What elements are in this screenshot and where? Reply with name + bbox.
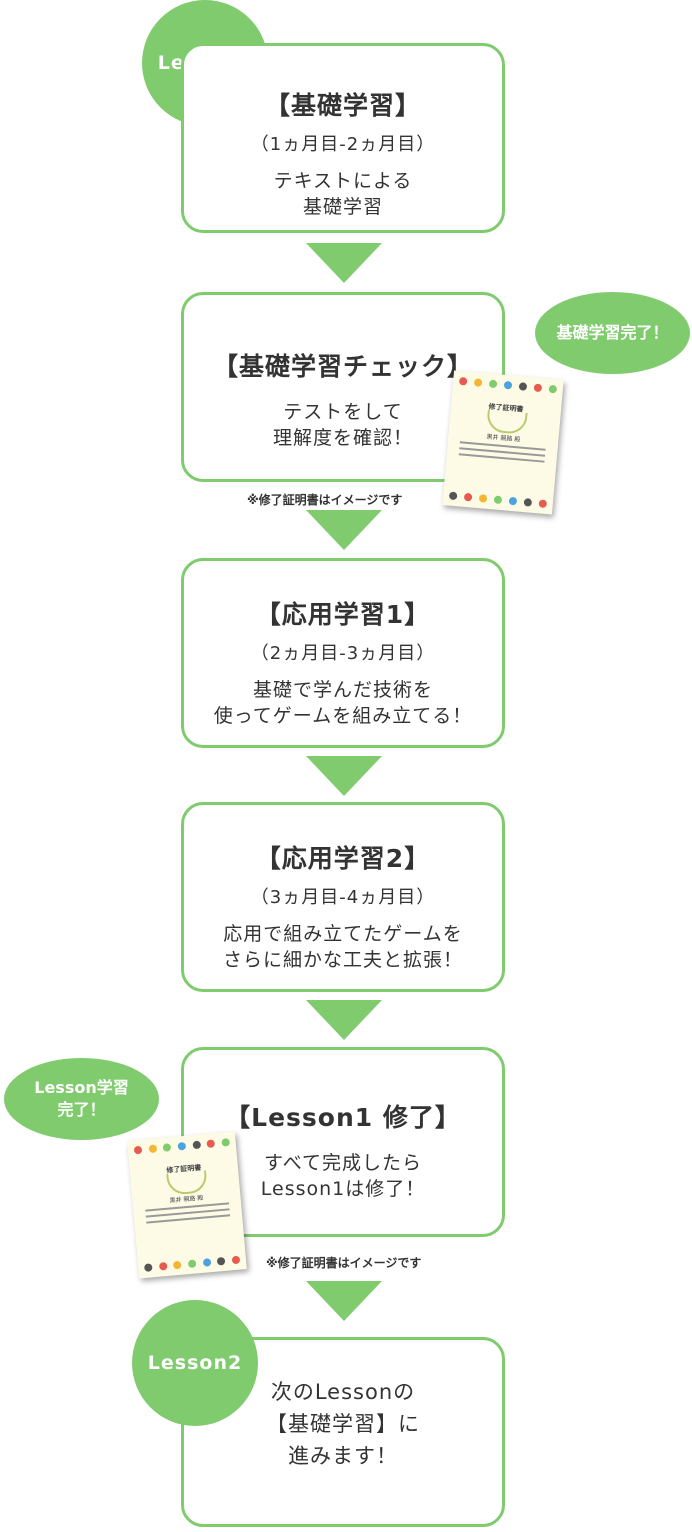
step-desc: テキストによる基礎学習: [273, 170, 413, 218]
certificate-note: ※修了証明書はイメージです: [247, 493, 403, 507]
step-period: （3ヵ月目-4ヵ月目）: [250, 887, 436, 908]
step-title: 【基礎学習チェック】: [212, 352, 473, 381]
step-basic-check: 【基礎学習チェック】 テストをして理解度を確認！: [181, 292, 505, 482]
certificate-image: 修了証明書 黒井 親路 殿: [127, 1131, 247, 1279]
step-applied-1: 【応用学習1】 （2ヵ月目-3ヵ月目） 基礎で学んだ技術を使ってゲームを組み立て…: [181, 558, 505, 748]
down-arrow-icon: [306, 1281, 382, 1321]
step-period: （1ヵ月目-2ヵ月目）: [250, 134, 436, 155]
lesson-done-bubble: Lesson学習完了！: [4, 1058, 159, 1140]
step-period: （2ヵ月目-3ヵ月目）: [250, 643, 436, 664]
down-arrow-icon: [306, 1000, 382, 1040]
step-basic-study: 【基礎学習】 （1ヵ月目-2ヵ月目） テキストによる基礎学習: [181, 43, 505, 233]
step-desc: 次のLessonの【基礎学習】に進みます！: [266, 1380, 420, 1468]
lesson2-badge: Lesson2: [132, 1300, 258, 1426]
certificate-image: 修了証明書 黒井 親路 殿: [442, 370, 564, 515]
down-arrow-icon: [306, 756, 382, 796]
step-desc: 基礎で学んだ技術を使ってゲームを組み立てる！: [213, 679, 473, 727]
basic-done-bubble: 基礎学習完了！: [535, 292, 690, 374]
down-arrow-icon: [306, 243, 382, 283]
step-desc: テストをして理解度を確認！: [272, 401, 413, 449]
step-applied-2: 【応用学習2】 （3ヵ月目-4ヵ月目） 応用で組み立てたゲームをさらに細かな工夫…: [181, 802, 505, 992]
down-arrow-icon: [306, 510, 382, 550]
step-title: 【Lesson1 修了】: [225, 1103, 461, 1132]
step-desc: 応用で組み立てたゲームをさらに細かな工夫と拡張！: [222, 923, 463, 971]
step-title: 【応用学習2】: [255, 844, 431, 873]
step-title: 【基礎学習】: [264, 91, 421, 120]
step-title: 【応用学習1】: [255, 600, 431, 629]
certificate-note: ※修了証明書はイメージです: [266, 1256, 422, 1270]
